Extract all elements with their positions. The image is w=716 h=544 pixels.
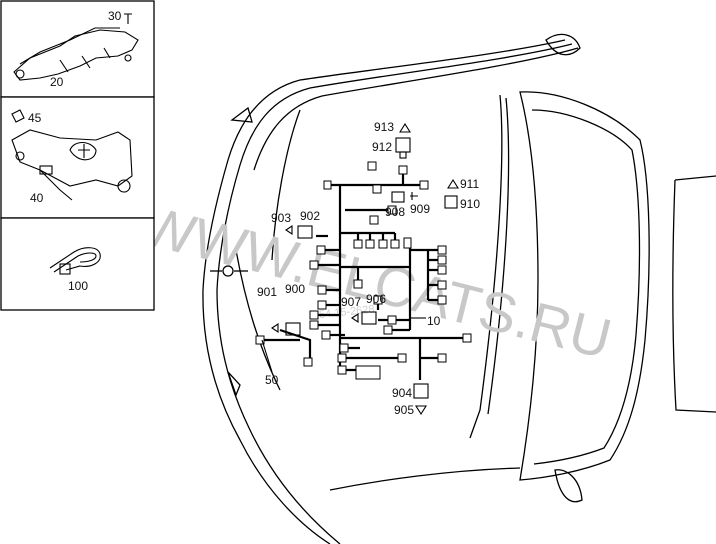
leader-50 [261,339,273,373]
callout-908: 908 [385,205,405,219]
inset-panels: 30 20 45 40 100 [0,0,155,311]
car-body-outline [202,33,716,544]
callout-10: 10 [427,314,441,328]
inset-label-30: 30 [108,9,122,23]
bracket-20-drawing [13,13,139,81]
callout-905: 905 [394,403,414,417]
callout-912: 912 [372,140,392,154]
components [271,122,459,416]
callout-909: 909 [410,202,430,216]
callout-labels: 913 912 911 910 908 909 903 902 901 900 … [257,120,480,417]
callout-910: 910 [460,197,480,211]
callout-906: 906 [366,292,386,306]
inset-label-100: 100 [68,279,88,293]
inset-label-40: 40 [30,191,44,205]
callout-902: 902 [300,209,320,223]
callout-901: 901 [257,285,277,299]
inset-label-20: 20 [50,75,64,89]
callout-907: 907 [341,295,361,309]
harness-connectors [255,161,472,380]
callout-900: 900 [285,282,305,296]
inset-label-45: 45 [28,111,42,125]
callout-913: 913 [374,120,394,134]
bracket-40-drawing [11,109,133,201]
callout-50: 50 [265,373,279,387]
callout-904: 904 [392,386,412,400]
inset-panel-3 [0,217,155,311]
callout-911: 911 [460,177,479,191]
cable-tie-100-drawing [49,247,101,275]
callout-903: 903 [271,211,291,225]
inset-panel-1 [0,0,155,98]
